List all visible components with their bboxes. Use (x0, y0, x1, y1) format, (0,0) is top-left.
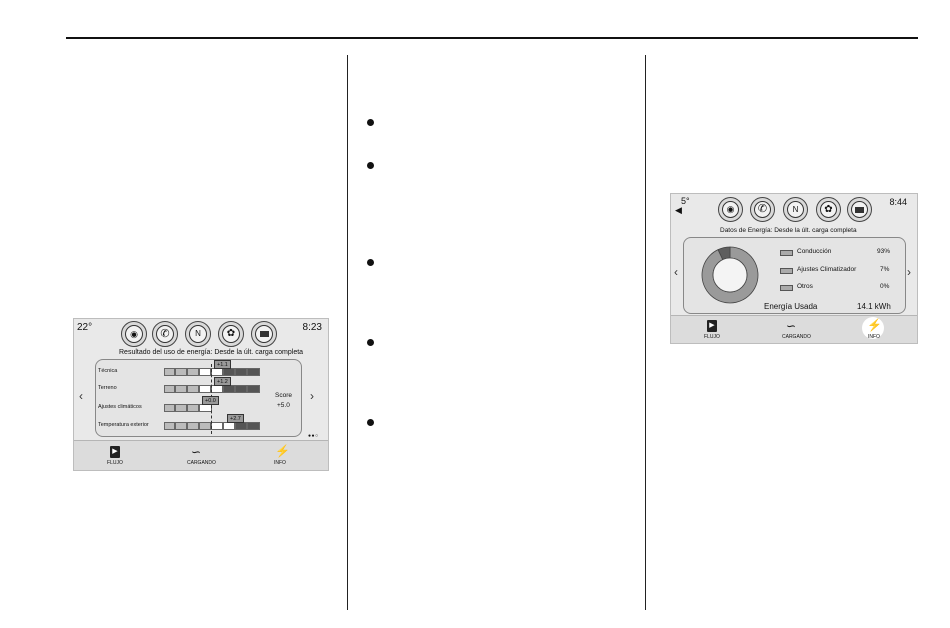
flow-tab-label[interactable]: FLUJO (107, 460, 123, 466)
legend-swatch (780, 250, 793, 256)
info-tab-highlight (862, 317, 884, 339)
row-label: Técnica (98, 368, 118, 374)
nav-left-arrow[interactable]: ‹ (79, 389, 83, 403)
speaker-icon[interactable]: ◀ (675, 205, 682, 215)
navigation-app-icon[interactable]: N (783, 197, 808, 222)
score-value: +5.0 (277, 402, 290, 409)
bottom-bar: ▶ FLUJO ∽ CARGANDO ⚡ INFO (74, 440, 328, 470)
donut-hole (712, 257, 748, 293)
screen-title: Resultado del uso de energía: Desde la ú… (119, 349, 304, 356)
globe-app-icon[interactable]: ◉ (718, 197, 743, 222)
energy-leaf-app-icon[interactable]: ✿ (218, 321, 244, 347)
score-badge: +2.7 (227, 414, 244, 423)
display-app-icon[interactable] (251, 321, 277, 347)
lightning-icon[interactable]: ⚡ (275, 444, 290, 458)
score-bar (164, 385, 260, 393)
score-bar (164, 422, 260, 430)
column-separator-left (347, 55, 348, 610)
energy-used-label: Energía Usada (764, 302, 818, 311)
results-panel: Técnica Terreno Ajustes climáticos Tempe… (95, 359, 302, 437)
legend-swatch (780, 285, 793, 291)
nav-right-arrow[interactable]: › (907, 265, 911, 279)
flow-icon[interactable]: ▶ (110, 446, 120, 458)
legend-label: Conducción (797, 248, 832, 255)
display-app-icon[interactable] (847, 197, 872, 222)
row-label: Temperatura exterior (98, 422, 149, 428)
legend-value: 7% (880, 266, 890, 273)
phone-app-icon[interactable]: ✆ (750, 197, 775, 222)
column-separator-right (645, 55, 646, 610)
energy-data-screen: ◀ 5° 8:44 ◉ ✆ N ✿ Datos de Energía: Desd… (670, 193, 918, 344)
legend-swatch (780, 268, 793, 274)
row-label: Ajustes climáticos (98, 404, 142, 410)
clock: 8:23 (302, 322, 322, 333)
score-label: Score (275, 392, 292, 399)
temperature-readout: 22° (77, 322, 93, 333)
globe-app-icon[interactable]: ◉ (121, 321, 147, 347)
legend-value: 93% (877, 248, 891, 255)
legend-label: Otros (797, 283, 813, 290)
lightning-icon[interactable]: ⚡ (867, 318, 882, 332)
charging-tab-label[interactable]: CARGANDO (782, 334, 811, 340)
list-bullet (367, 339, 374, 346)
list-bullet (367, 419, 374, 426)
clock: 8:44 (889, 197, 907, 207)
charging-cable-icon[interactable]: ∽ (786, 319, 797, 333)
info-tab-label[interactable]: INFO (274, 460, 286, 466)
flow-icon[interactable]: ▶ (707, 320, 717, 332)
row-label: Terreno (98, 385, 117, 391)
energy-usage-screen: 22° 8:23 ◉ ✆ N ✿ Resultado del uso de en… (73, 318, 329, 471)
score-bar (164, 368, 260, 376)
temperature-readout: 5° (681, 196, 690, 206)
list-bullet (367, 162, 374, 169)
nav-left-arrow[interactable]: ‹ (674, 265, 678, 279)
energy-used-value: 14.1 kWh (857, 302, 891, 311)
top-rule (66, 37, 918, 39)
energy-donut-chart (701, 246, 759, 304)
navigation-app-icon[interactable]: N (185, 321, 211, 347)
score-badge: +1.1 (214, 360, 231, 369)
list-bullet (367, 119, 374, 126)
legend-label: Ajustes Climatizador (797, 266, 857, 273)
list-bullet (367, 259, 374, 266)
phone-app-icon[interactable]: ✆ (152, 321, 178, 347)
score-badge: +0.0 (202, 396, 219, 405)
energy-leaf-app-icon[interactable]: ✿ (816, 197, 841, 222)
page-indicator: ●●○ (308, 433, 319, 439)
charging-tab-label[interactable]: CARGANDO (187, 460, 216, 466)
flow-tab-label[interactable]: FLUJO (704, 334, 720, 340)
score-badge: +1.2 (214, 377, 231, 386)
screen-title: Datos de Energía: Desde la últ. carga co… (720, 227, 857, 234)
legend-value: 0% (880, 283, 890, 290)
charging-cable-icon[interactable]: ∽ (191, 445, 202, 459)
energy-panel: Conducción 93% Ajustes Climatizador 7% O… (683, 237, 906, 314)
info-tab-label[interactable]: INFO (868, 334, 880, 340)
nav-right-arrow[interactable]: › (310, 389, 314, 403)
bottom-bar: ▶ FLUJO ∽ CARGANDO ⚡ INFO (671, 315, 917, 343)
